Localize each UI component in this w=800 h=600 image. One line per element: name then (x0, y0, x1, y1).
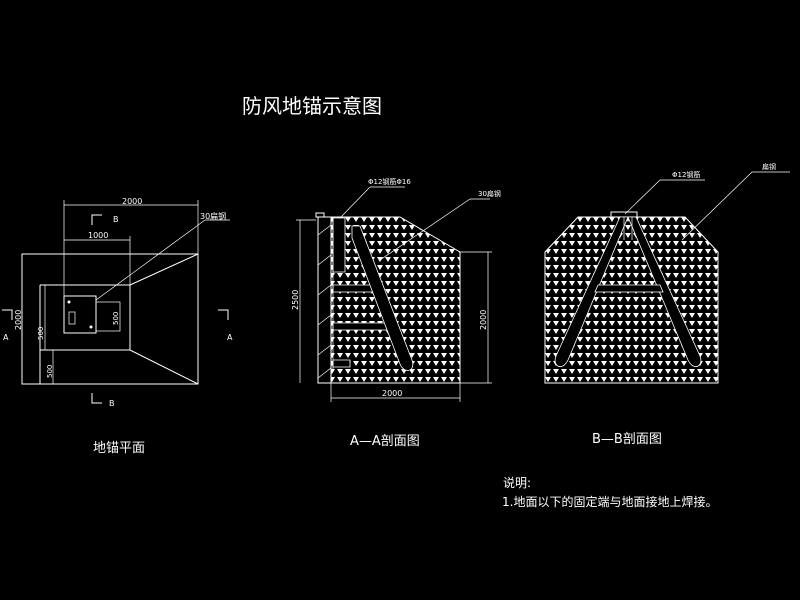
notes: 说明: 1.地面以下的固定端与地面接地上焊接。 (502, 475, 717, 509)
plan-leader-label: 30扁钢 (200, 211, 226, 221)
bb-leader-top-label: Φ12钢筋 (672, 170, 700, 179)
section-marker-a-left: A (3, 333, 9, 342)
bolt-hole-icon (89, 325, 93, 329)
plan-dim-total: 2000 (122, 197, 142, 206)
aa-dim-bottom: 2000 (382, 389, 402, 398)
aa-caption: A—A剖面图 (350, 434, 420, 449)
section-marker-b-bottom: B (109, 399, 115, 408)
plan-dim-500-b: 500 (46, 365, 54, 378)
aa-dim-right: 2000 (479, 310, 488, 330)
plan-caption: 地锚平面 (93, 441, 145, 456)
plan-dim-500-a: 500 (37, 327, 45, 340)
bolt-hole-icon (67, 300, 71, 304)
section-marker-a-right: A (227, 333, 233, 342)
aa-leader-top-label: Φ12钢筋Φ16 (368, 177, 411, 186)
aa-leader-right-label: 30扁钢 (478, 189, 501, 198)
bb-leader-right-label: 扁钢 (762, 162, 776, 171)
plan-dim-half: 1000 (88, 231, 108, 240)
notes-heading: 说明: (503, 475, 531, 490)
plan-dim-500-c: 500 (112, 312, 120, 325)
section-aa: Φ12钢筋Φ16 30扁钢 2500 2000 2000 A—A剖面图 (291, 177, 501, 449)
section-bb: Φ12钢筋 扁钢 B—B剖面图 (544, 162, 790, 447)
aa-dim-left: 2500 (291, 290, 300, 310)
bb-caption: B—B剖面图 (592, 432, 662, 447)
plan-view: 2000 1000 30扁钢 2000 500 500 500 A A B B … (2, 197, 233, 456)
section-marker-b-top: B (113, 215, 119, 224)
notes-line-1: 1.地面以下的固定端与地面接地上焊接。 (502, 494, 717, 509)
drawing-title: 防风地锚示意图 (242, 94, 382, 118)
plan-dim-vertical: 2000 (14, 310, 23, 330)
